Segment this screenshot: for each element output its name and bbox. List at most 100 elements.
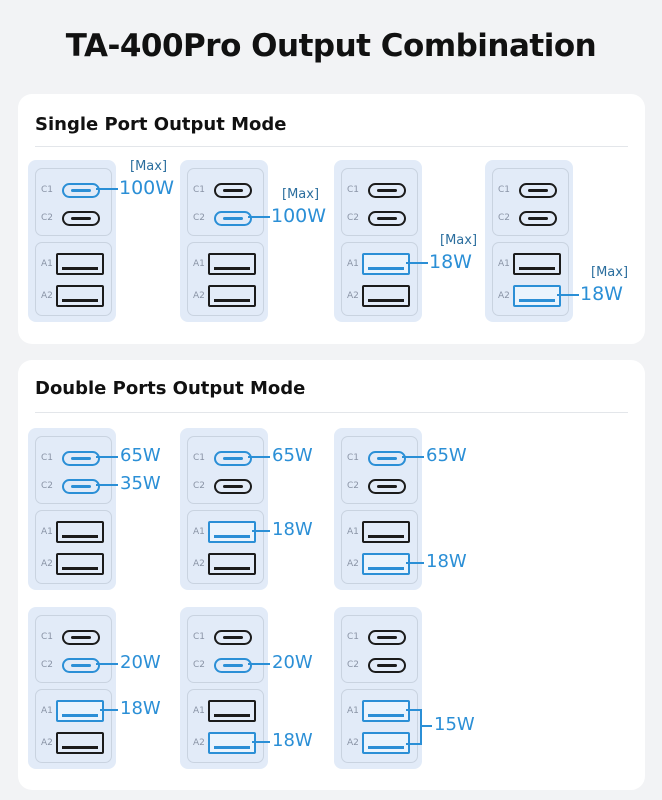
c1-label: C1 bbox=[41, 632, 54, 642]
usb-c-port-icon bbox=[62, 479, 100, 494]
double-watt-4-2: 18W bbox=[120, 698, 161, 719]
a2-label: A2 bbox=[347, 291, 359, 301]
c2-label: C2 bbox=[193, 660, 206, 670]
connector-line bbox=[248, 663, 270, 665]
single-port-title: Single Port Output Mode bbox=[35, 114, 287, 135]
usb-a-port-icon bbox=[513, 285, 561, 307]
usb-c-port-icon bbox=[214, 183, 252, 198]
connector-line bbox=[557, 294, 579, 296]
c1-label: C1 bbox=[498, 185, 511, 195]
double-watt-5-1: 20W bbox=[272, 652, 313, 673]
usb-a-port-icon bbox=[56, 732, 104, 754]
connector-line bbox=[96, 663, 118, 665]
usb-a-port-icon bbox=[56, 700, 104, 722]
a1-label: A1 bbox=[193, 259, 205, 269]
c1-label: C1 bbox=[347, 453, 360, 463]
c1-label: C1 bbox=[41, 453, 54, 463]
usb-a-port-icon bbox=[513, 253, 561, 275]
c2-label: C2 bbox=[41, 660, 54, 670]
usb-c-port-icon bbox=[214, 658, 252, 673]
c1-label: C1 bbox=[193, 632, 206, 642]
c2-label: C2 bbox=[41, 481, 54, 491]
max-label: [Max] bbox=[282, 187, 320, 202]
a1-label: A1 bbox=[41, 527, 53, 537]
a2-label: A2 bbox=[498, 291, 510, 301]
double-watt-2-1: 65W bbox=[272, 445, 313, 466]
connector-line bbox=[248, 456, 270, 458]
combined-bracket bbox=[406, 709, 422, 745]
usb-a-port-icon bbox=[208, 700, 256, 722]
c2-label: C2 bbox=[347, 481, 360, 491]
a2-label: A2 bbox=[193, 559, 205, 569]
usb-a-port-icon bbox=[56, 521, 104, 543]
usb-a-port-icon bbox=[362, 732, 410, 754]
double-port-panel: Double Ports Output Mode bbox=[18, 360, 645, 790]
c2-label: C2 bbox=[193, 213, 206, 223]
a1-label: A1 bbox=[498, 259, 510, 269]
connector-line bbox=[422, 725, 432, 727]
connector-line bbox=[100, 709, 118, 711]
usb-a-port-icon bbox=[208, 285, 256, 307]
usb-c-port-icon bbox=[368, 211, 406, 226]
a2-label: A2 bbox=[41, 291, 53, 301]
c2-label: C2 bbox=[41, 213, 54, 223]
a2-label: A2 bbox=[41, 559, 53, 569]
usb-c-port-icon bbox=[62, 451, 100, 466]
c2-label: C2 bbox=[347, 660, 360, 670]
a1-label: A1 bbox=[193, 706, 205, 716]
a1-label: A1 bbox=[347, 706, 359, 716]
a1-label: A1 bbox=[193, 527, 205, 537]
single-watt-3: 18W bbox=[429, 251, 472, 273]
divider bbox=[35, 146, 628, 147]
a2-label: A2 bbox=[193, 291, 205, 301]
c1-label: C1 bbox=[347, 632, 360, 642]
usb-a-port-icon bbox=[362, 700, 410, 722]
usb-a-port-icon bbox=[56, 253, 104, 275]
a1-label: A1 bbox=[41, 706, 53, 716]
connector-line bbox=[96, 456, 118, 458]
usb-a-port-icon bbox=[208, 732, 256, 754]
a1-label: A1 bbox=[41, 259, 53, 269]
single-watt-2: 100W bbox=[271, 205, 327, 227]
double-watt-1-1: 65W bbox=[120, 445, 161, 466]
usb-a-port-icon bbox=[208, 521, 256, 543]
usb-c-port-icon bbox=[368, 451, 406, 466]
usb-a-port-icon bbox=[362, 253, 410, 275]
usb-c-port-icon bbox=[214, 630, 252, 645]
c2-label: C2 bbox=[193, 481, 206, 491]
connector-line bbox=[402, 456, 424, 458]
a1-label: A1 bbox=[347, 527, 359, 537]
a2-label: A2 bbox=[193, 738, 205, 748]
connector-line bbox=[248, 216, 270, 218]
usb-c-port-icon bbox=[62, 658, 100, 673]
c2-label: C2 bbox=[498, 213, 511, 223]
connector-line bbox=[96, 188, 118, 190]
single-watt-4: 18W bbox=[580, 283, 623, 305]
usb-a-port-icon bbox=[56, 553, 104, 575]
usb-c-port-icon bbox=[368, 183, 406, 198]
double-watt-3-1: 65W bbox=[426, 445, 467, 466]
connector-line bbox=[406, 262, 428, 264]
max-label: [Max] bbox=[130, 159, 168, 174]
